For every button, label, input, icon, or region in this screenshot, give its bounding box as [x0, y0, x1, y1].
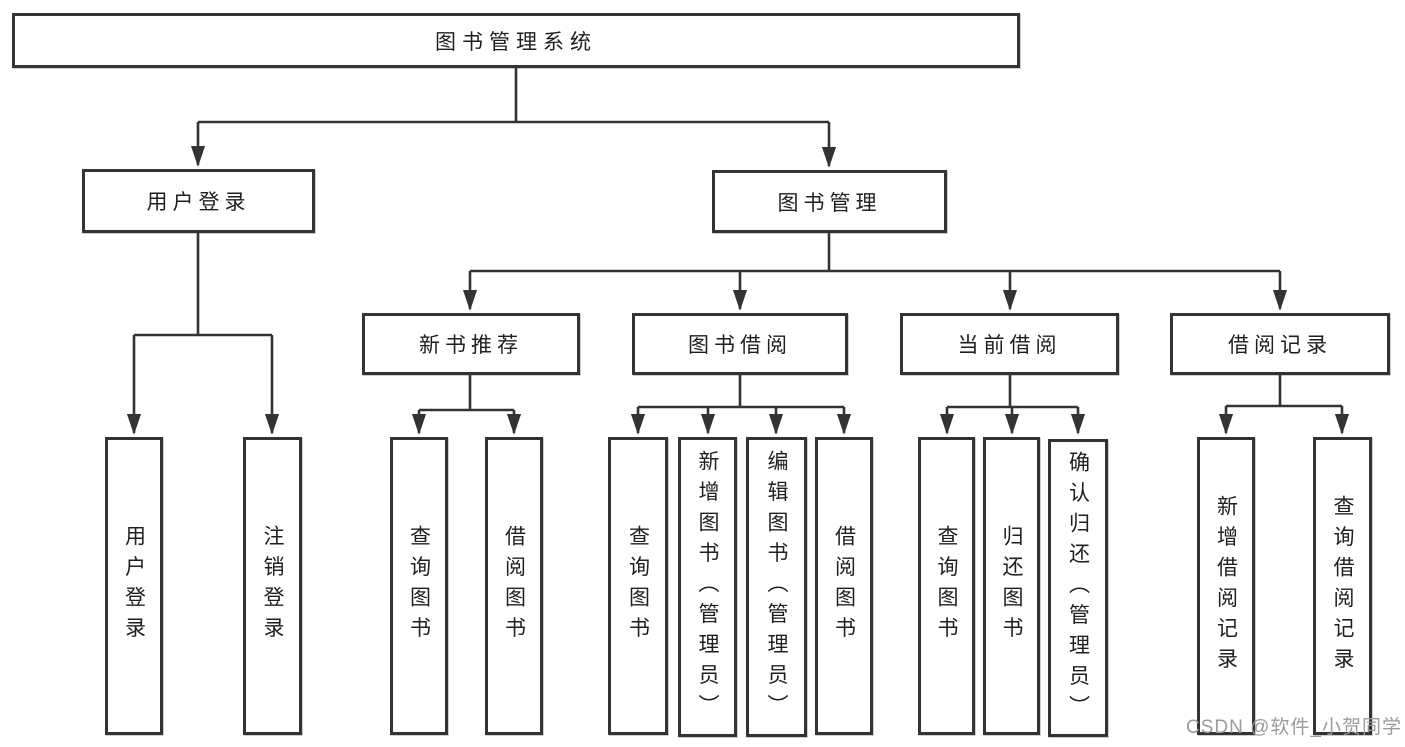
leaf-user-login: 用户登录 [105, 437, 163, 735]
node-root: 图书管理系统 [12, 13, 1020, 68]
node-current-borrow: 当前借阅 [900, 313, 1119, 375]
leaf-query-book-borrow: 查询图书 [608, 437, 668, 735]
node-user-login: 用户登录 [82, 169, 315, 233]
node-borrow-records: 借阅记录 [1170, 313, 1390, 375]
leaf-add-book-admin: 新增图书（管理员） [678, 437, 737, 737]
node-book-management: 图书管理 [712, 170, 947, 233]
leaf-edit-book-admin: 编辑图书（管理员） [746, 437, 807, 737]
leaf-query-borrow-record: 查询借阅记录 [1313, 437, 1372, 735]
leaf-logout: 注销登录 [243, 437, 302, 735]
watermark: CSDN @软件_小贺同学 [1186, 717, 1402, 738]
leaf-return-book: 归还图书 [983, 437, 1040, 735]
leaf-confirm-return-admin: 确认归还（管理员） [1048, 439, 1108, 737]
node-book-borrow: 图书借阅 [632, 313, 848, 375]
leaf-borrow-book-recommend: 借阅图书 [485, 437, 543, 735]
leaf-add-borrow-record: 新增借阅记录 [1197, 437, 1255, 735]
leaf-query-book-current: 查询图书 [918, 437, 975, 735]
node-new-book-recommend: 新书推荐 [362, 313, 580, 375]
leaf-query-book-recommend: 查询图书 [390, 437, 448, 735]
leaf-borrow-book: 借阅图书 [815, 437, 873, 735]
